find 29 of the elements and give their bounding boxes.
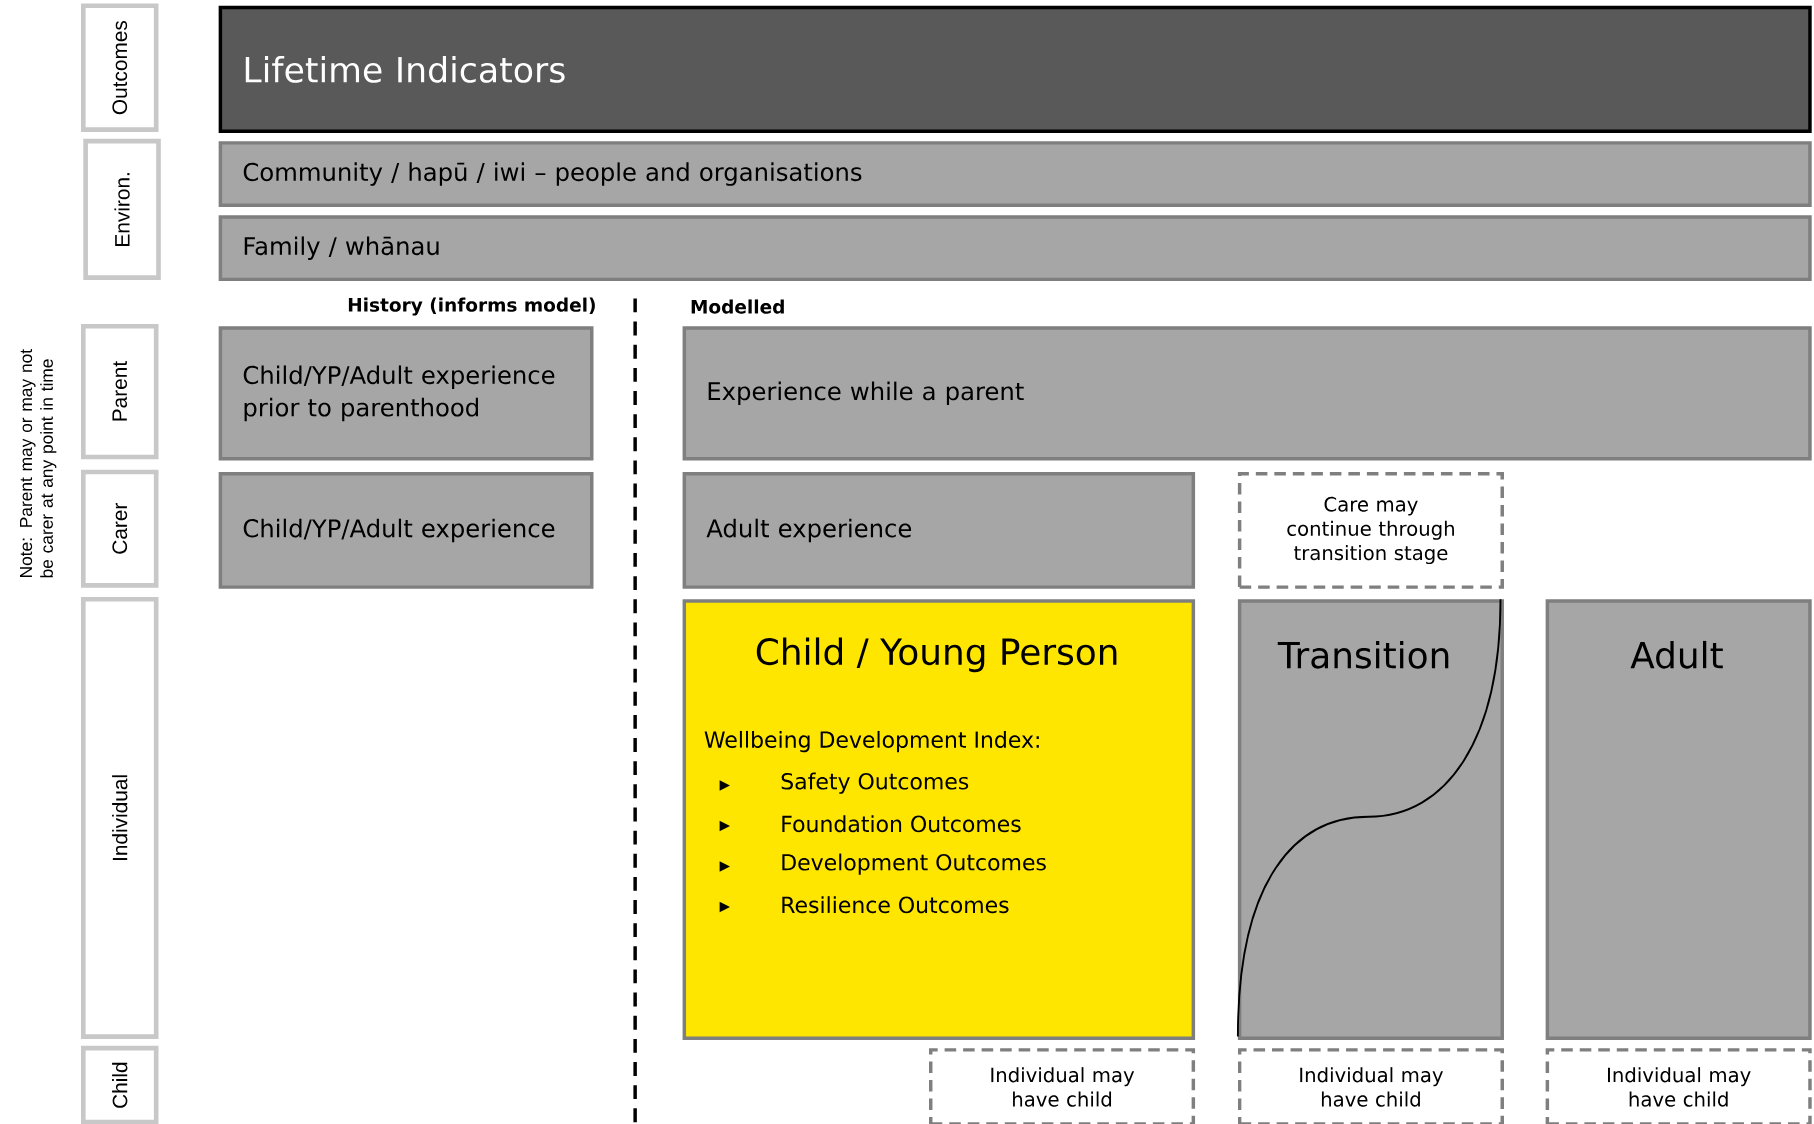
dashed-note-box: Individual may have child bbox=[1237, 1047, 1504, 1124]
stage-box: Child/YP/Adult experience bbox=[218, 471, 594, 589]
bullet-item: Foundation Outcomes bbox=[782, 814, 1021, 832]
dashed-note-box: Individual may have child bbox=[929, 1047, 1196, 1124]
row-label-box: Parent bbox=[81, 323, 159, 460]
stage-box: Experience while a parent bbox=[682, 326, 1812, 461]
column-heading: Modelled bbox=[691, 299, 784, 314]
box-title: Child / Young Person bbox=[756, 637, 1117, 672]
highlight-box bbox=[682, 599, 1196, 1040]
row-label-box: Child bbox=[81, 1045, 159, 1124]
column-heading: History (informs model) bbox=[348, 297, 595, 316]
stage-box: Adult experience bbox=[682, 471, 1196, 589]
dashed-note-box: Individual may have child bbox=[1545, 1047, 1812, 1124]
stage-box: Family / whānau bbox=[218, 214, 1812, 281]
row-label-box: Carer bbox=[81, 469, 159, 588]
row-label-box: Individual bbox=[81, 596, 159, 1039]
index-heading: Wellbeing Development Index: bbox=[704, 730, 1039, 752]
bullet-item: Resilience Outcomes bbox=[782, 895, 1009, 913]
stage-box: Community / hapū / iwi – people and organisations bbox=[218, 140, 1812, 207]
bullet-item: Development Outcomes bbox=[782, 853, 1046, 875]
header-band: Lifetime Indicators bbox=[218, 5, 1812, 133]
dashed-note-box: Care may continue through transition stage bbox=[1237, 471, 1504, 589]
stage-box: Adult bbox=[1545, 599, 1812, 1040]
row-label-box: Outcomes bbox=[81, 3, 159, 132]
row-label-box: Environ. bbox=[83, 138, 161, 280]
note-text: Note: Parent may or may not be carer at any point in time bbox=[20, 348, 57, 578]
stage-box: Transition bbox=[1237, 599, 1504, 1040]
bullet-item: Safety Outcomes bbox=[781, 772, 969, 794]
stage-box: Child/YP/Adult experience prior to parenthood bbox=[218, 326, 594, 461]
